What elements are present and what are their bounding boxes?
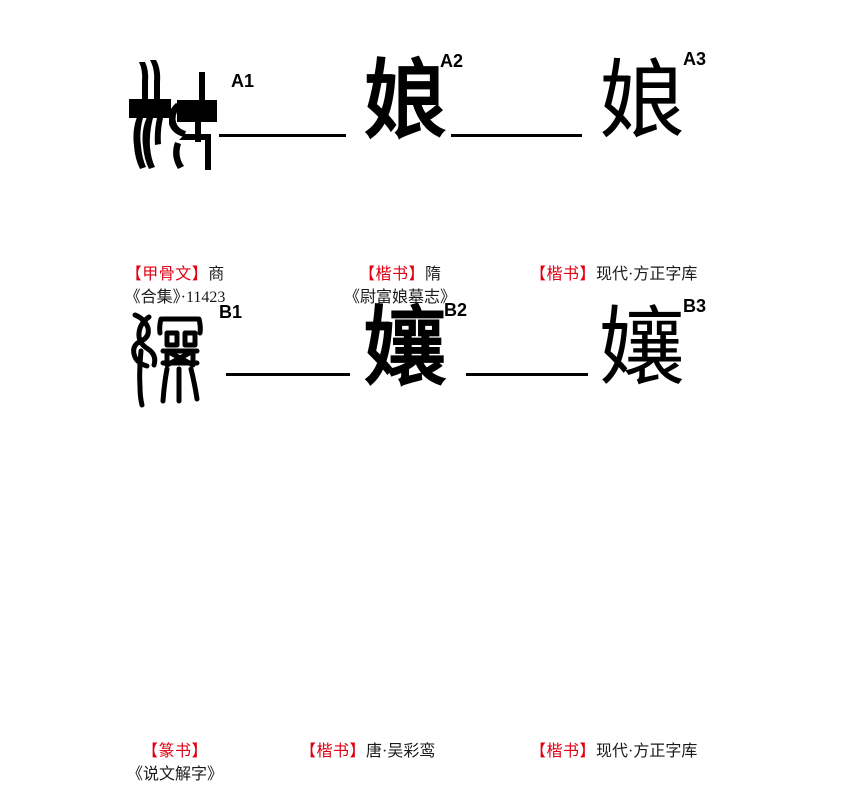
glyph-tag-a1: A1 [231, 71, 255, 91]
glyph-b2-regular-brush: 孃 [363, 300, 447, 396]
connector-line-a2-a3 [451, 134, 582, 137]
caption-b1: 【篆书】 《说文解字》 [75, 740, 275, 786]
evolution-row-a: A1 娘 A2 娘 A3 【甲骨文】商 [0, 50, 843, 306]
connector-line-b1-b2 [226, 373, 350, 376]
glyph-stage-b: B1 孃 B2 孃 B3 [0, 297, 843, 435]
glyph-cell-a2[interactable]: 娘 A2 [340, 52, 470, 149]
glyph-cell-b3[interactable]: 孃 B3 [577, 297, 707, 396]
caption-b2-line1: 【楷书】唐·吴彩鸾 [300, 740, 530, 763]
glyph-wrap-a1: A1 [123, 58, 254, 174]
glyph-tag-b1: B1 [219, 302, 243, 322]
evolution-row-b: B1 孃 B2 孃 B3 【篆书】 [0, 297, 843, 783]
glyph-tag-a3: A3 [683, 49, 707, 69]
caption-b2-script: 【楷书】 [300, 743, 367, 760]
caption-a3-line1: 【楷书】现代·方正字库 [530, 263, 770, 286]
glyph-a2-regular-brush: 娘 [363, 53, 447, 149]
glyph-tag-b2: B2 [444, 300, 468, 320]
caption-a1-line1: 【甲骨文】商 [75, 263, 275, 286]
caption-b2-period: 唐·吴彩鸾 [366, 743, 436, 760]
caption-b3-period: 现代·方正字库 [596, 743, 698, 760]
glyph-wrap-a3: 娘 A3 [599, 50, 706, 149]
glyph-wrap-b3: 孃 B3 [599, 297, 706, 396]
caption-b1-reference: 《说文解字》 [126, 766, 223, 784]
caption-a2-reference: 《尉富娘墓志》 [343, 289, 456, 307]
glyph-wrap-a2: 娘 A2 [362, 52, 463, 149]
caption-b1-script: 【篆书】 [141, 743, 208, 760]
caption-a2-line1: 【楷书】隋 [300, 263, 500, 286]
glyph-b3-regular: 孃 [599, 300, 685, 396]
glyph-tag-b3: B3 [683, 296, 707, 316]
caption-a1-reference: 《合集》·11423 [124, 289, 226, 307]
glyph-a1-oracle-bone [123, 58, 227, 174]
glyph-cell-b2[interactable]: 孃 B2 [340, 300, 470, 396]
caption-b2: 【楷书】唐·吴彩鸾 [300, 740, 530, 763]
character-evolution-board: A1 娘 A2 娘 A3 【甲骨文】商 [0, 50, 843, 784]
glyph-cell-b1[interactable]: B1 [110, 303, 242, 414]
glyph-stage-a: A1 娘 A2 娘 A3 [0, 50, 843, 188]
glyph-tag-a2: A2 [440, 51, 464, 71]
connector-line-b2-b3 [466, 373, 588, 376]
glyph-cell-a3[interactable]: 娘 A3 [577, 50, 707, 149]
caption-b3-script: 【楷书】 [530, 743, 597, 760]
glyph-b1-seal-script [123, 305, 227, 409]
glyph-wrap-b2: 孃 B2 [362, 300, 467, 396]
glyph-a1-oracle-bone-right [169, 70, 229, 174]
caption-a3: 【楷书】现代·方正字库 [530, 263, 770, 286]
caption-a1-script: 【甲骨文】 [125, 266, 209, 283]
glyph-cell-a1[interactable]: A1 [110, 58, 254, 179]
caption-b3-line1: 【楷书】现代·方正字库 [530, 740, 770, 763]
glyph-a3-regular: 娘 [599, 53, 685, 149]
caption-a1: 【甲骨文】商 《合集》·11423 [75, 263, 275, 309]
connector-line-a1-a2 [219, 134, 346, 137]
caption-a2: 【楷书】隋 《尉富娘墓志》 [300, 263, 500, 309]
caption-a2-period: 隋 [425, 266, 442, 283]
caption-a3-script: 【楷书】 [530, 266, 597, 283]
caption-b3: 【楷书】现代·方正字库 [530, 740, 770, 763]
glyph-wrap-b1: B1 [123, 303, 242, 409]
caption-b1-line1: 【篆书】 [75, 740, 275, 763]
caption-a2-script: 【楷书】 [358, 266, 425, 283]
caption-a1-period: 商 [208, 266, 225, 283]
caption-a3-period: 现代·方正字库 [596, 266, 698, 283]
